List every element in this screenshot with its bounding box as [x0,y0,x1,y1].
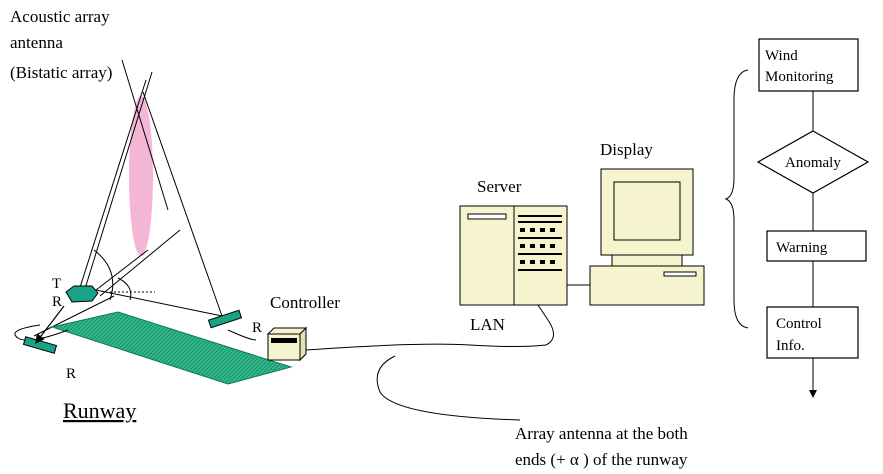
wind-monitoring-line1: Wind [765,48,798,64]
runway-edge-curve [14,324,69,341]
control-info-box: Control Info. [766,306,859,359]
receive-antenna-right [207,309,243,329]
r-label-right: R [252,320,262,336]
anomaly-decision: Anomaly [756,130,870,194]
flow-brace [724,69,749,329]
lan-label: LAN [470,315,505,334]
t-label: T [52,276,61,292]
runway-edge-curve-right [227,329,257,341]
display-label: Display [600,140,653,159]
note-line1: Array antenna at the both [515,424,688,443]
beam-lines [33,59,223,337]
warning-label: Warning [776,240,828,256]
beam-volume [129,96,153,256]
control-info-line2: Info. [776,338,805,354]
receive-antenna-left [22,336,58,354]
control-info-line1: Control [776,316,822,332]
antenna-title-line1: Acoustic array [10,7,110,26]
server-label: Server [477,177,522,196]
runway-strip [50,311,293,385]
controller-label: Controller [270,293,340,312]
signal-arrow [35,305,65,344]
server-unit [459,205,568,306]
r-label-left: R [52,294,62,310]
antenna-title-line3: (Bistatic array) [10,63,112,82]
display-computer [589,168,705,306]
antenna-title-line2: antenna [10,33,63,52]
cable-to-note [376,355,521,421]
r-label-bottom: R [66,366,76,382]
warning-box: Warning [766,230,867,262]
note-line2: ends (+ α ) of the runway [515,450,688,469]
anomaly-label: Anomaly [785,155,841,171]
wind-monitoring-line2: Monitoring [765,69,834,85]
controller-device [266,326,308,362]
lan-cable [305,304,554,351]
transmit-antenna [65,285,99,303]
runway-label: Runway [63,398,136,423]
wind-monitoring-box: Wind Monitoring [758,38,859,92]
